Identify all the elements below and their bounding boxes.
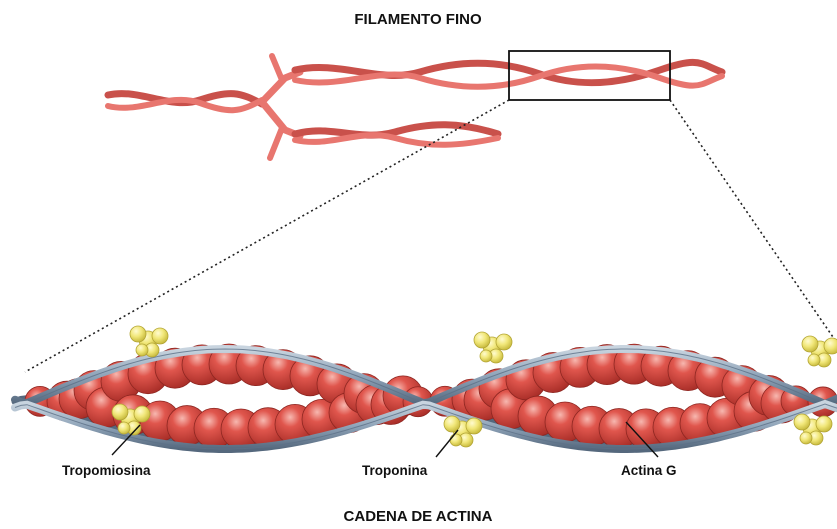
troponin-subunit (824, 338, 837, 354)
label-tropomiosina: Tropomiosina (62, 463, 151, 478)
troponin-subunit (480, 350, 492, 362)
troponin-subunit (136, 344, 148, 356)
troponin-subunit (444, 416, 460, 432)
filament-strand-lower-b (295, 135, 498, 145)
troponin-subunit (800, 432, 812, 444)
troponin-subunit (816, 416, 832, 432)
label-troponina: Troponina (362, 463, 428, 478)
troponin-subunit (130, 326, 146, 342)
troponin-subunit (152, 328, 168, 344)
actin-chain (15, 326, 837, 449)
filament-branch-spike-down (270, 128, 282, 158)
troponin-subunit (134, 406, 150, 422)
troponin-subunit (802, 336, 818, 352)
filament-strand-lower-a (295, 125, 498, 135)
troponin-subunit (450, 434, 462, 446)
label-actina-g: Actina G (621, 463, 677, 478)
troponin-subunit (466, 418, 482, 434)
thin-filament (108, 56, 722, 158)
troponin-subunit (794, 414, 810, 430)
troponin-subunit (496, 334, 512, 350)
troponin-subunit (118, 422, 130, 434)
troponin-subunit (112, 404, 128, 420)
troponin-subunit (808, 354, 820, 366)
zoom-line-left (25, 100, 509, 372)
top-title: FILAMENTO FINO (354, 11, 482, 28)
troponin-subunit (474, 332, 490, 348)
bottom-title: CADENA DE ACTINA (344, 508, 493, 525)
filament-branch-spike-up (272, 56, 282, 80)
zoom-line-right (670, 100, 835, 340)
